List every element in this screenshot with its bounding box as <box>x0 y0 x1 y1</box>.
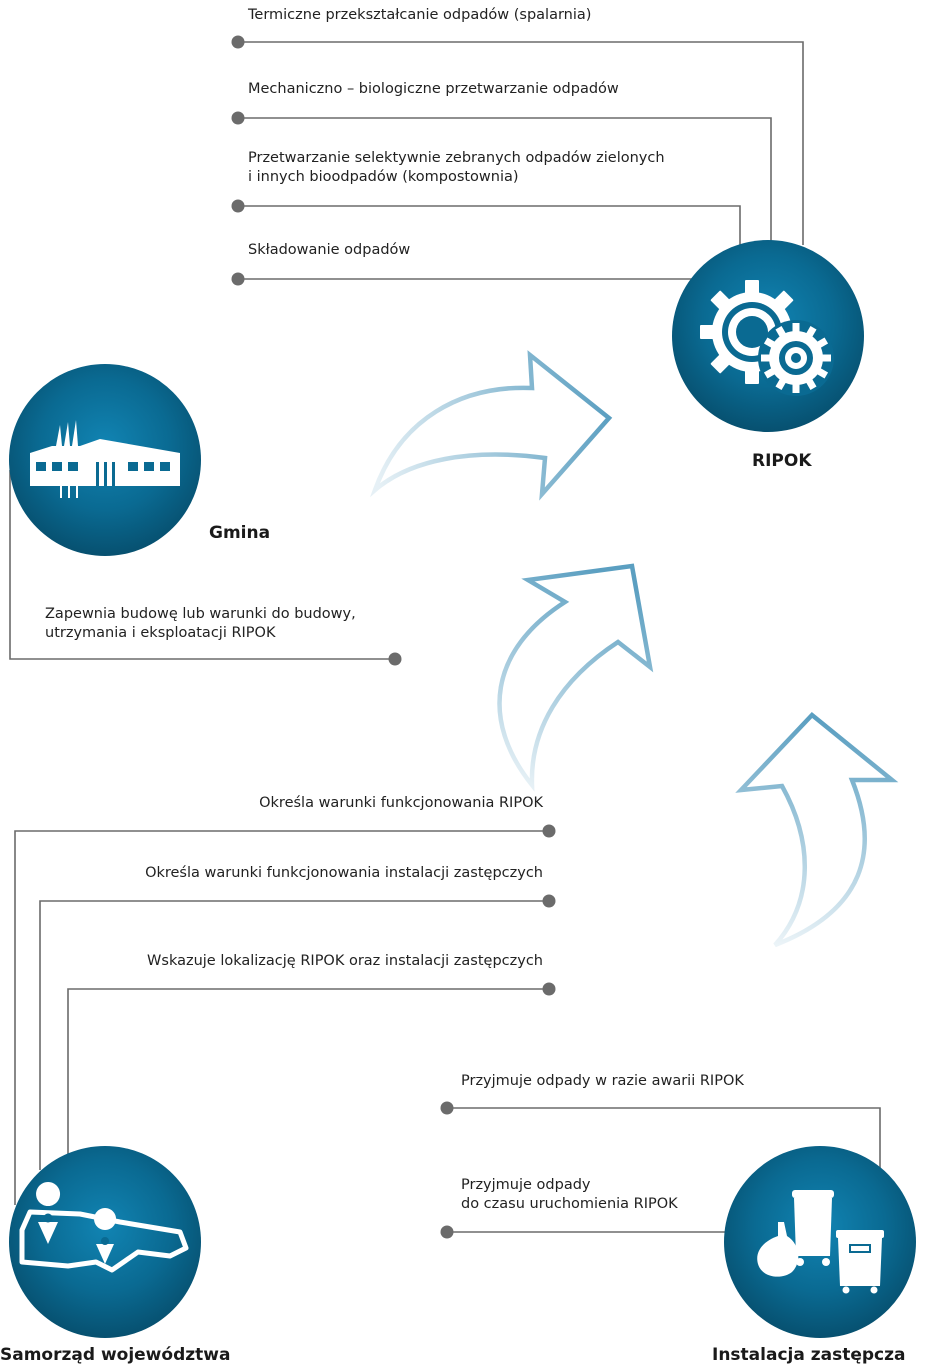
instalacja-node <box>724 1146 916 1338</box>
samorzad-role-3: Wskazuje lokalizację RIPOK oraz instalac… <box>147 953 543 969</box>
map-pins-icon <box>19 1182 189 1273</box>
ripok-connectors <box>238 41 804 280</box>
gmina-node-label: Gmina <box>209 523 271 543</box>
arrow-instalacja-to-ripok <box>735 711 899 948</box>
gmina-role-line2: utrzymania i eksploatacji RIPOK <box>45 625 276 641</box>
instalacja-connector-dots <box>440 1101 454 1239</box>
gmina-node <box>9 364 201 556</box>
ripok-function-3-line1: Przetwarzanie selektywnie zebranych odpa… <box>248 150 665 166</box>
gears-icon <box>700 280 834 396</box>
ripok-function-2: Mechaniczno – biologiczne przetwarzanie … <box>248 81 619 97</box>
ripok-node <box>672 240 864 432</box>
gmina-connector <box>9 470 402 666</box>
instalacja-connectors <box>447 1107 881 1233</box>
ripok-function-4: Składowanie odpadów <box>248 242 411 258</box>
arrow-gmina-to-ripok <box>370 350 613 501</box>
samorzad-connectors <box>14 830 549 1205</box>
container-label-inner <box>851 1246 869 1251</box>
instalacja-role-2-line2: do czasu uruchomienia RIPOK <box>461 1196 678 1212</box>
samorzad-role-2: Określa warunki funkcjonowania instalacj… <box>145 865 543 881</box>
ripok-function-1: Termiczne przekształcanie odpadów (spala… <box>248 7 592 23</box>
samorzad-node <box>9 1146 201 1338</box>
samorzad-role-1: Określa warunki funkcjonowania RIPOK <box>259 795 543 811</box>
samorzad-node-label: Samorząd województwa <box>0 1345 236 1365</box>
instalacja-role-2-line1: Przyjmuje odpady <box>461 1177 591 1193</box>
ripok-function-3-line2: i innych bioodpadów (kompostownia) <box>248 169 519 185</box>
factory-windows <box>36 462 170 486</box>
instalacja-node-label: Instalacja zastępcza <box>712 1345 906 1365</box>
ripok-node-label: RIPOK <box>752 451 812 471</box>
ripok-connector-dots <box>231 35 245 286</box>
instalacja-role-1: Przyjmuje odpady w razie awarii RIPOK <box>461 1073 744 1089</box>
samorzad-node-label-text: Samorząd województwa <box>0 1345 231 1365</box>
gmina-role-line1: Zapewnia budowę lub warunki do budowy, <box>45 606 356 622</box>
samorzad-connector-dots <box>542 824 556 996</box>
arrow-samorzad-to-ripok <box>497 563 654 792</box>
